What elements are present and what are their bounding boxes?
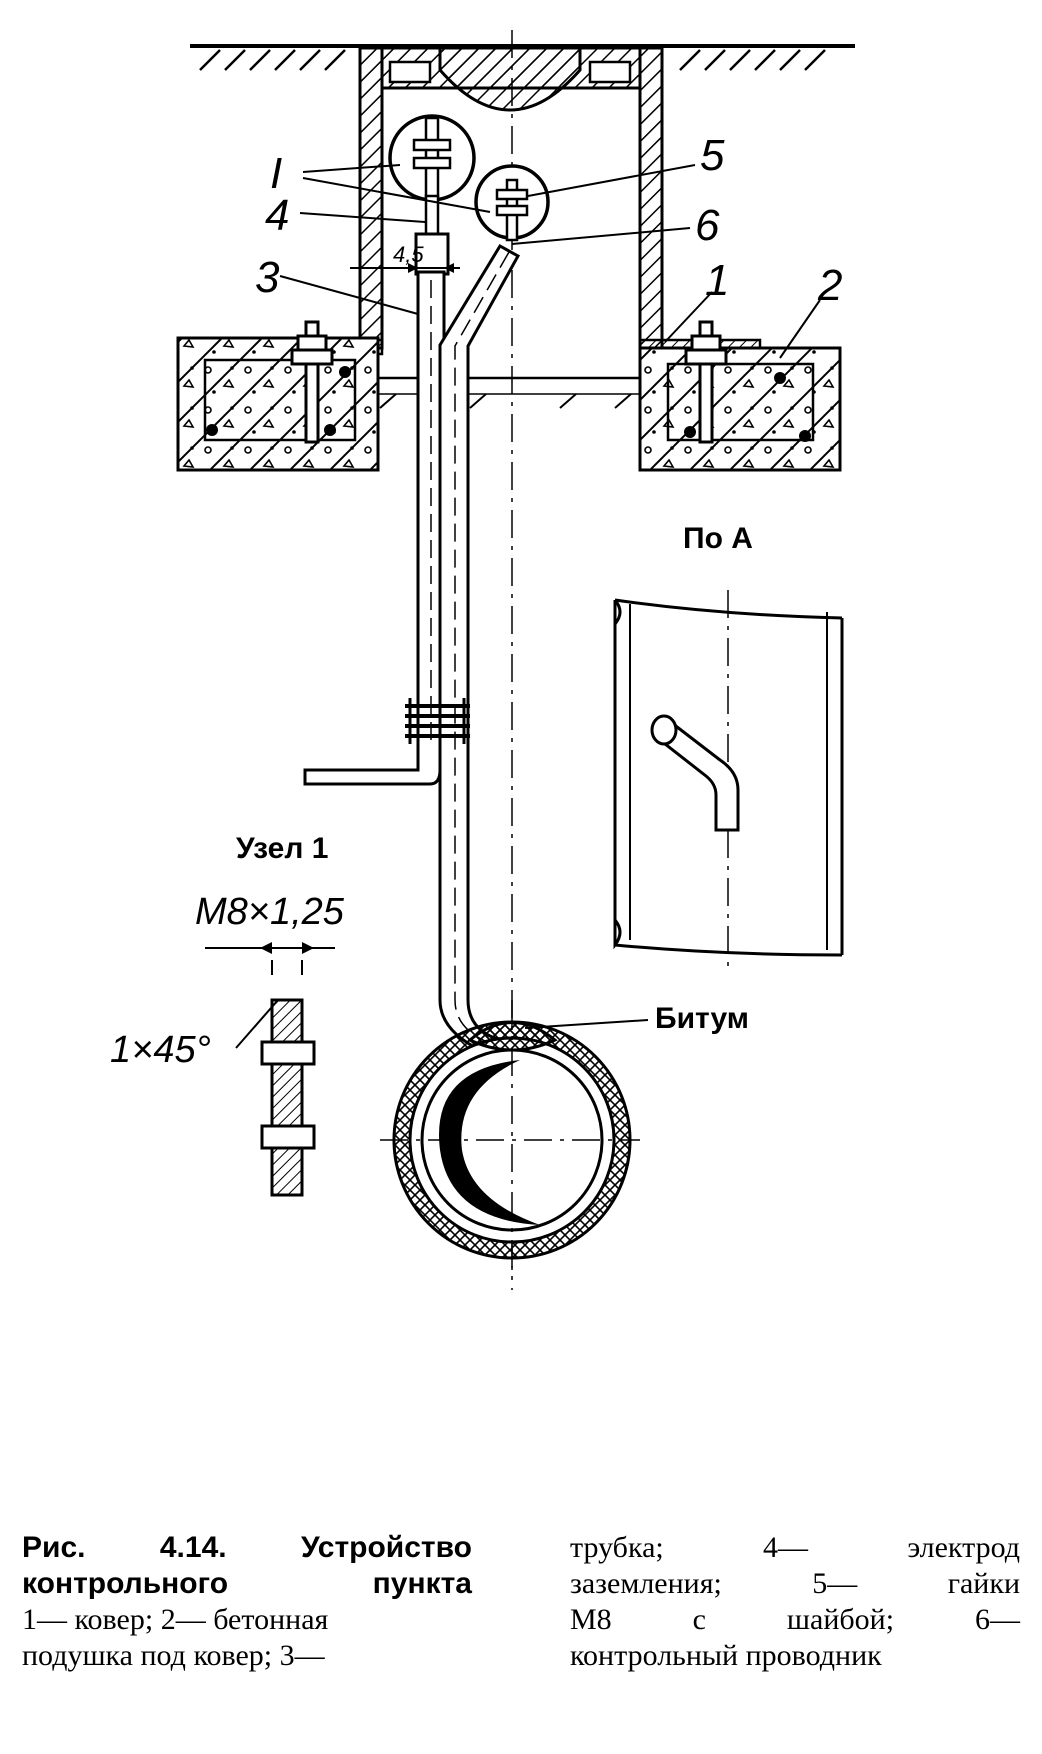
clamp-wrap [405, 698, 470, 744]
view-a-label: По А [683, 522, 753, 555]
caption-right-line-1: трубка; 4— электрод [570, 1531, 1020, 1564]
callout-2: 2 [817, 261, 842, 310]
caption-right-column: трубка; 4— электрод заземления; 5— гайки… [570, 1530, 1020, 1674]
callout-5: 5 [700, 131, 725, 180]
callout-1: 1 [705, 256, 729, 305]
caption-left-line-3: 1— ковер; 2— бетонная [22, 1603, 329, 1636]
caption-right-line-3: М8 с шайбой; 6— [570, 1603, 1020, 1636]
carpet-housing [260, 46, 762, 356]
caption-right-line-2: заземления; 5— гайки [570, 1567, 1020, 1600]
node-1-detail [205, 942, 335, 1197]
thread-label: M8×1,25 [195, 891, 345, 933]
caption-left-line-4: подушка под ковер; 3— [22, 1639, 325, 1672]
dimension-4-5 [350, 263, 460, 273]
callout-4: 4 [265, 191, 289, 240]
node-1-detail-circles [388, 114, 550, 242]
bitumen-label: Битум [655, 1002, 749, 1035]
view-a [613, 590, 844, 970]
node-1-label: Узел 1 [236, 832, 328, 865]
dimension-label-4-5: 4,5 [393, 242, 424, 267]
callout-leaders [279, 164, 821, 1029]
caption-left-column: Рис. 4.14. Устройство контрольного пункт… [22, 1530, 472, 1674]
chamfer-label: 1×45° [110, 1029, 211, 1071]
anchor-bolts [290, 320, 728, 444]
pipeline-section [380, 1000, 640, 1290]
ground-surface [190, 44, 855, 71]
callout-node-I: I [270, 149, 282, 198]
callout-6: 6 [695, 201, 720, 250]
figure-caption: Рис. 4.14. Устройство контрольного пункт… [22, 1530, 1022, 1730]
callout-3: 3 [255, 253, 280, 302]
concrete-pad [176, 336, 842, 472]
caption-right-line-4: контрольный проводник [570, 1639, 882, 1672]
caption-title-line-2: контрольного пункта [22, 1567, 472, 1600]
caption-title-line-1: Рис. 4.14. Устройство [22, 1531, 472, 1564]
control-conductor [438, 243, 521, 1052]
electrode-bent-end [303, 748, 442, 786]
